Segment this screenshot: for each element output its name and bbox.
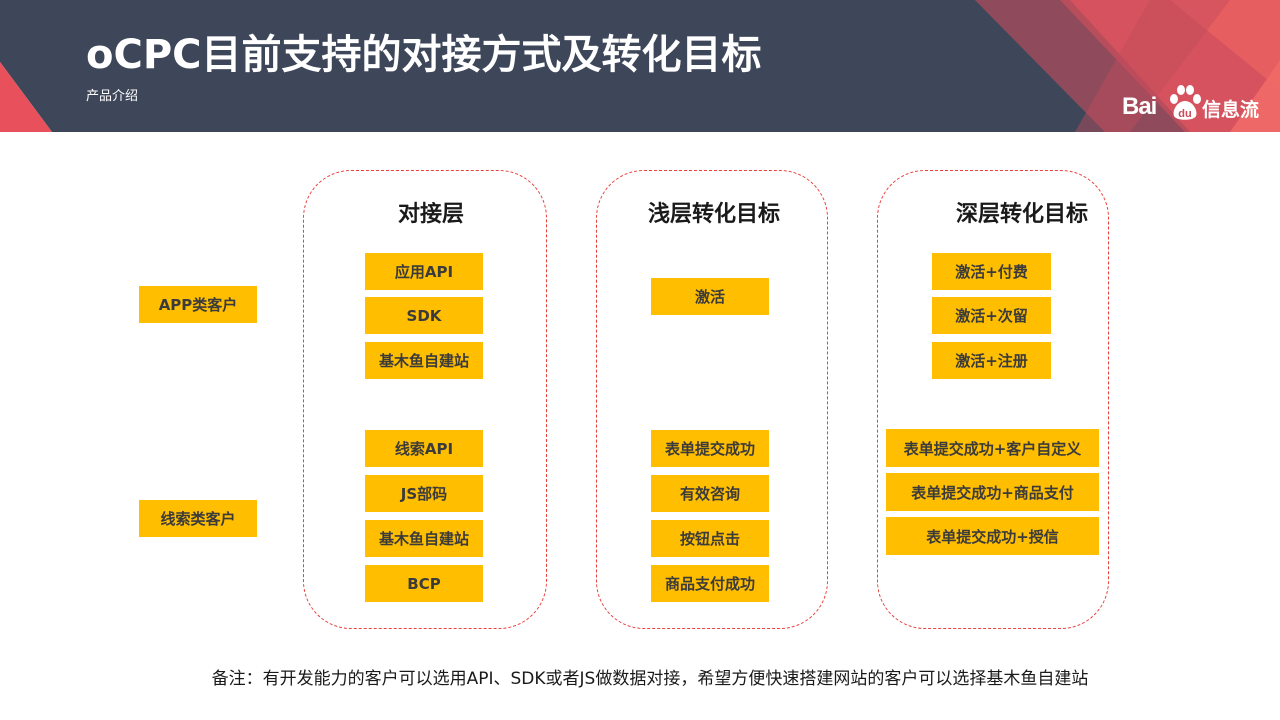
integration-item: 应用API bbox=[365, 253, 483, 290]
page-subtitle: 产品介绍 bbox=[86, 89, 139, 104]
footnote: 备注：有开发能力的客户可以选用API、SDK或者JS做数据对接，希望方便快速搭建… bbox=[211, 669, 1089, 689]
integration-item: 基木鱼自建站 bbox=[365, 342, 483, 379]
logo-brand-text: Bai bbox=[1122, 93, 1157, 120]
header-banner: oCPC目前支持的对接方式及转化目标 产品介绍 Bai du 信息流 bbox=[0, 0, 1280, 132]
deep-goal-item: 表单提交成功+商品支付 bbox=[886, 473, 1099, 511]
header-background bbox=[0, 0, 1280, 132]
shallow-goal-item: 按钮点击 bbox=[651, 520, 769, 557]
deep-goal-item: 激活+付费 bbox=[932, 253, 1051, 290]
integration-column bbox=[303, 170, 547, 629]
integration-item: 线索API bbox=[365, 430, 483, 467]
shallow-goal-item: 有效咨询 bbox=[651, 475, 769, 512]
baidu-paw-icon: du bbox=[1170, 85, 1201, 120]
integration-column-title: 对接层 bbox=[397, 202, 464, 227]
page-title: oCPC目前支持的对接方式及转化目标 bbox=[86, 32, 762, 78]
shallow-goal-column bbox=[596, 170, 828, 629]
shallow-goal-item: 商品支付成功 bbox=[651, 565, 769, 602]
integration-item: JS部码 bbox=[365, 475, 483, 512]
integration-item: SDK bbox=[365, 297, 483, 334]
logo-product-text: 信息流 bbox=[1202, 99, 1260, 121]
shallow-goal-item: 表单提交成功 bbox=[651, 430, 769, 467]
deep-goal-column-title: 深层转化目标 bbox=[955, 202, 1088, 227]
integration-item: BCP bbox=[365, 565, 483, 602]
deep-goal-item: 表单提交成功+客户自定义 bbox=[886, 429, 1099, 467]
baidu-feed-logo: Bai du 信息流 bbox=[1122, 83, 1272, 123]
deep-goal-item: 激活+注册 bbox=[932, 342, 1051, 379]
shallow-goal-column-title: 浅层转化目标 bbox=[647, 202, 780, 227]
app-customer-label: APP类客户 bbox=[139, 286, 257, 323]
shallow-goal-item: 激活 bbox=[651, 278, 769, 315]
integration-item: 基木鱼自建站 bbox=[365, 520, 483, 557]
lead-customer-label: 线索类客户 bbox=[139, 500, 257, 537]
deep-goal-column bbox=[877, 170, 1109, 629]
logo-paw-text: du bbox=[1178, 108, 1191, 120]
deep-goal-item: 激活+次留 bbox=[932, 297, 1051, 334]
deep-goal-item: 表单提交成功+授信 bbox=[886, 517, 1099, 555]
